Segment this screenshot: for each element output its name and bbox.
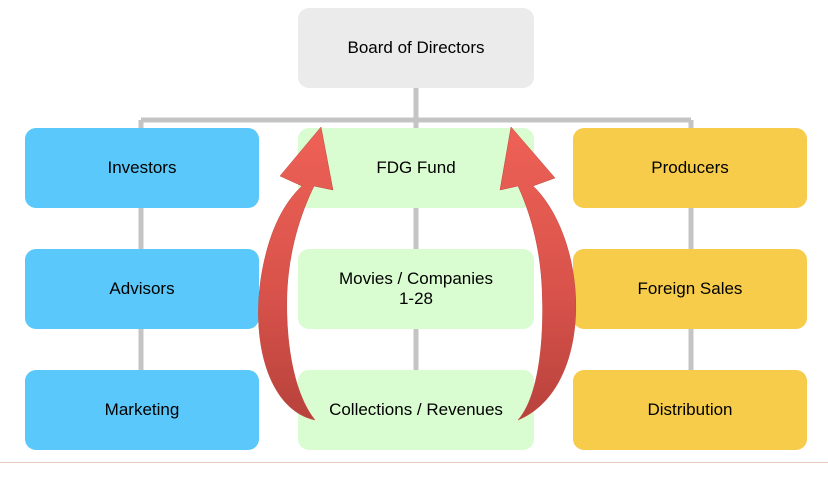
investors-box: Investors [25,128,259,208]
marketing-label: Marketing [104,400,180,419]
movies-companies-box: Movies / Companies 1-28 [298,249,534,329]
fdg-fund-box: FDG Fund [298,128,534,208]
board-of-directors-box: Board of Directors [298,8,534,88]
producers-label: Producers [651,158,729,177]
foreign-sales-box: Foreign Sales [573,249,807,329]
advisors-label: Advisors [109,279,175,298]
distribution-label: Distribution [647,400,733,419]
collections-revenues-box: Collections / Revenues [298,370,534,450]
movies-companies-label: Movies / Companies 1-28 [338,269,493,308]
distribution-box: Distribution [573,370,807,450]
advisors-box: Advisors [25,249,259,329]
collections-revenues-label: Collections / Revenues [329,400,503,419]
investors-label: Investors [107,158,177,177]
fdg-fund-label: FDG Fund [376,158,456,177]
foreign-sales-label: Foreign Sales [637,279,743,298]
marketing-box: Marketing [25,370,259,450]
producers-box: Producers [573,128,807,208]
board-label: Board of Directors [347,38,485,57]
bottom-divider [0,462,828,463]
